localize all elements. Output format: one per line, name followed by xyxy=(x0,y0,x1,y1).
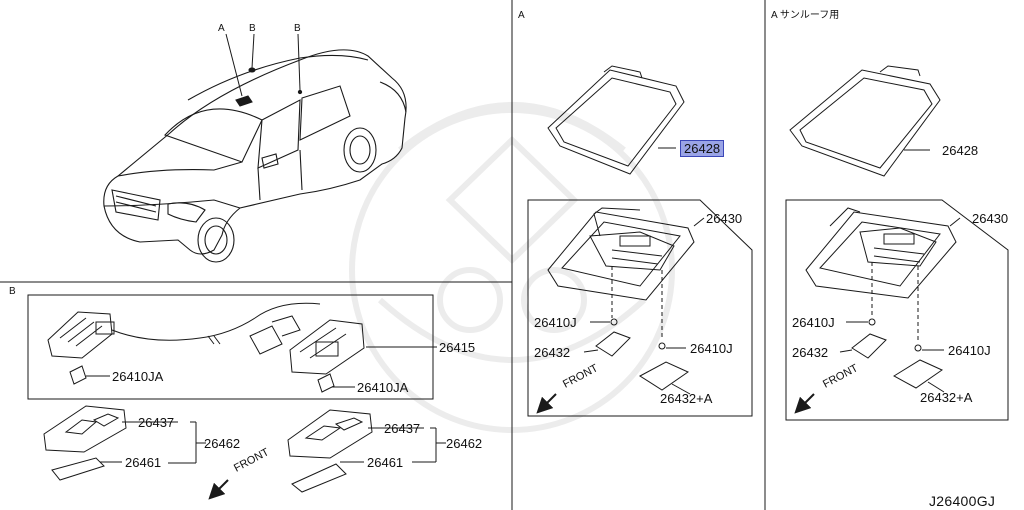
a-dashed-guides xyxy=(611,266,663,340)
part-26430: 26430 xyxy=(706,211,743,226)
s-dashed-guides xyxy=(871,262,919,342)
part-26410j-left: 26410J xyxy=(534,315,577,330)
s-lenses xyxy=(851,318,944,389)
overview-marker-b-2: B xyxy=(294,23,301,34)
part-26428-highlighted[interactable]: 26428 xyxy=(680,140,725,157)
s-frame-26428 xyxy=(789,65,941,177)
sunroof-part-26410j-left: 26410J xyxy=(792,315,835,330)
a-frame-26428 xyxy=(547,65,685,175)
sunroof-part-26410j-right: 26410J xyxy=(948,343,991,358)
a-leaders xyxy=(583,217,705,395)
b-leaders xyxy=(86,346,446,464)
sunroof-part-26430: 26430 xyxy=(972,211,1009,226)
panel-b-title: B xyxy=(9,286,16,297)
s-front-arrow xyxy=(794,393,815,414)
s-box xyxy=(785,199,1009,421)
part-26462-left: 26462 xyxy=(204,436,241,451)
overview-marker-a: A xyxy=(218,23,225,34)
part-26437-right: 26437 xyxy=(384,421,421,436)
a-front-arrow xyxy=(536,393,557,414)
part-26437-left: 26437 xyxy=(138,415,175,430)
part-26410ja-right: 26410JA xyxy=(357,380,409,395)
panel-a-sunroof-title: A サンルーフ用 xyxy=(771,10,840,21)
sunroof-part-26432-a: 26432+A xyxy=(920,390,973,405)
part-26461-right: 26461 xyxy=(367,455,404,470)
part-26410j-right: 26410J xyxy=(690,341,733,356)
diagram-code: J26400GJ xyxy=(929,493,996,509)
a-box xyxy=(527,199,753,417)
part-26461-left: 26461 xyxy=(125,455,162,470)
s-leaders xyxy=(839,217,961,393)
s-console-26430 xyxy=(805,207,957,299)
b-lamp-drawing xyxy=(27,294,434,493)
car-illustration xyxy=(103,49,407,263)
part-26415: 26415 xyxy=(439,340,476,355)
sunroof-part-26432: 26432 xyxy=(792,345,829,360)
part-26410ja-left: 26410JA xyxy=(112,369,164,384)
sunroof-part-26428: 26428 xyxy=(942,143,979,158)
overview-marker-b-1: B xyxy=(249,23,256,34)
part-26462-right: 26462 xyxy=(446,436,483,451)
b-front-arrow xyxy=(208,479,229,500)
a-lenses xyxy=(595,318,690,391)
panel-a-title: A xyxy=(518,10,525,21)
part-26432: 26432 xyxy=(534,345,571,360)
a-console-26430 xyxy=(547,207,695,301)
overview-leaders xyxy=(225,33,301,97)
panel-frame xyxy=(0,0,766,510)
part-26432-a: 26432+A xyxy=(660,391,713,406)
